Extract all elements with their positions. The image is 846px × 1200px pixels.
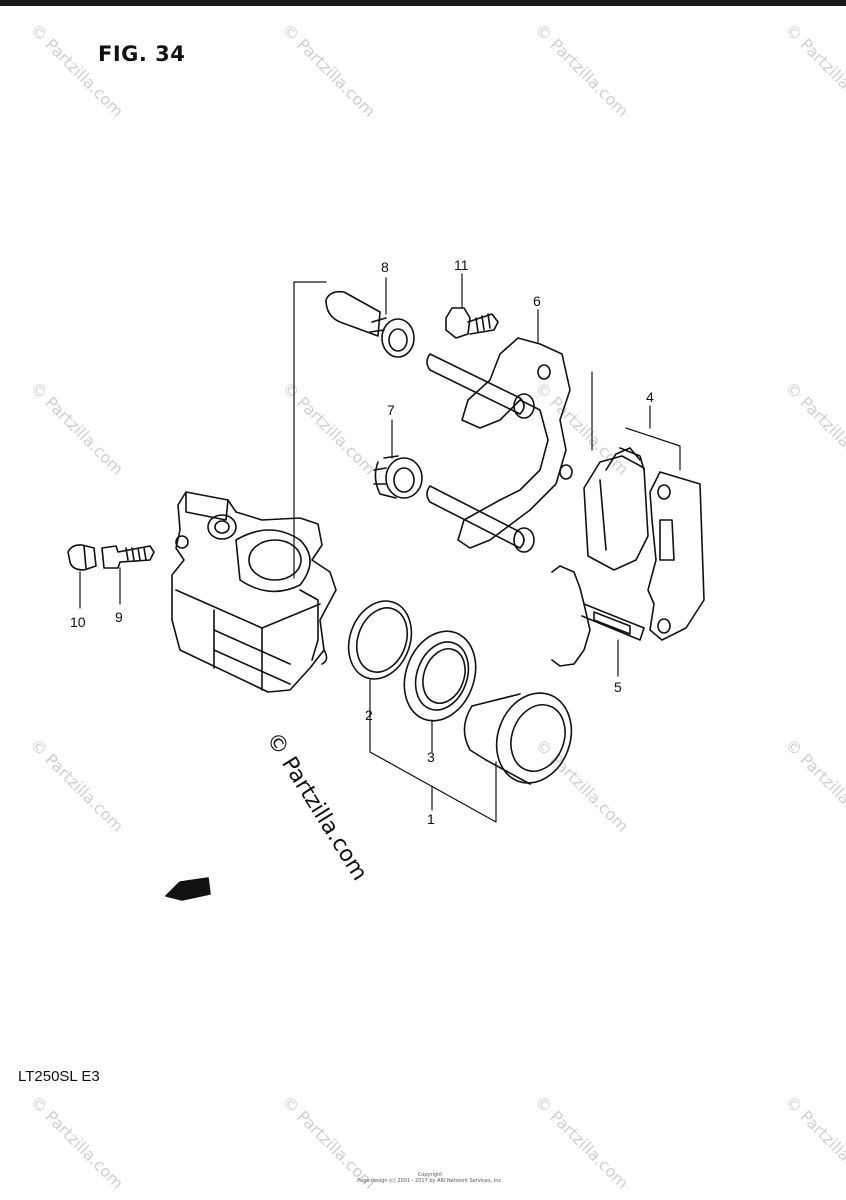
- leader-lines: [79, 273, 681, 823]
- callout-5: 5: [614, 679, 622, 695]
- callout-1: 1: [427, 811, 435, 827]
- callout-9: 9: [115, 609, 123, 625]
- callout-6: 6: [533, 293, 541, 309]
- dust-seal: [403, 630, 477, 722]
- callout-10: 10: [70, 614, 86, 630]
- slide-pin-upper: [325, 290, 415, 358]
- brake-pad-set: [583, 447, 705, 641]
- callout-8: 8: [381, 259, 389, 275]
- top-border: [0, 0, 846, 6]
- callout-2: 2: [365, 707, 373, 723]
- bolt: [445, 307, 499, 339]
- boot-lower: [373, 455, 423, 499]
- model-code: LT250SL E3: [18, 1068, 100, 1085]
- caliper-body: [171, 491, 337, 693]
- footer-copyright: Copyright Page design (c) 2001 - 2017 by…: [300, 1172, 560, 1184]
- callout-3: 3: [427, 749, 435, 765]
- caliper-support-bracket: [426, 337, 573, 553]
- figure-title: FIG. 34: [98, 42, 186, 66]
- caliper-piston: [463, 692, 573, 785]
- piston-seal: [347, 600, 413, 680]
- callout-7: 7: [387, 402, 395, 418]
- copyright-line: Copyright: [417, 1172, 443, 1178]
- forward-arrow-icon: [165, 877, 211, 901]
- bleeder-valve-and-cap: [67, 544, 155, 571]
- page-design-line: Page design (c) 2001 - 2017 by ARI Netwo…: [357, 1178, 503, 1184]
- pad-spring: [551, 565, 645, 667]
- callout-11: 11: [454, 257, 469, 273]
- callout-4: 4: [646, 389, 654, 405]
